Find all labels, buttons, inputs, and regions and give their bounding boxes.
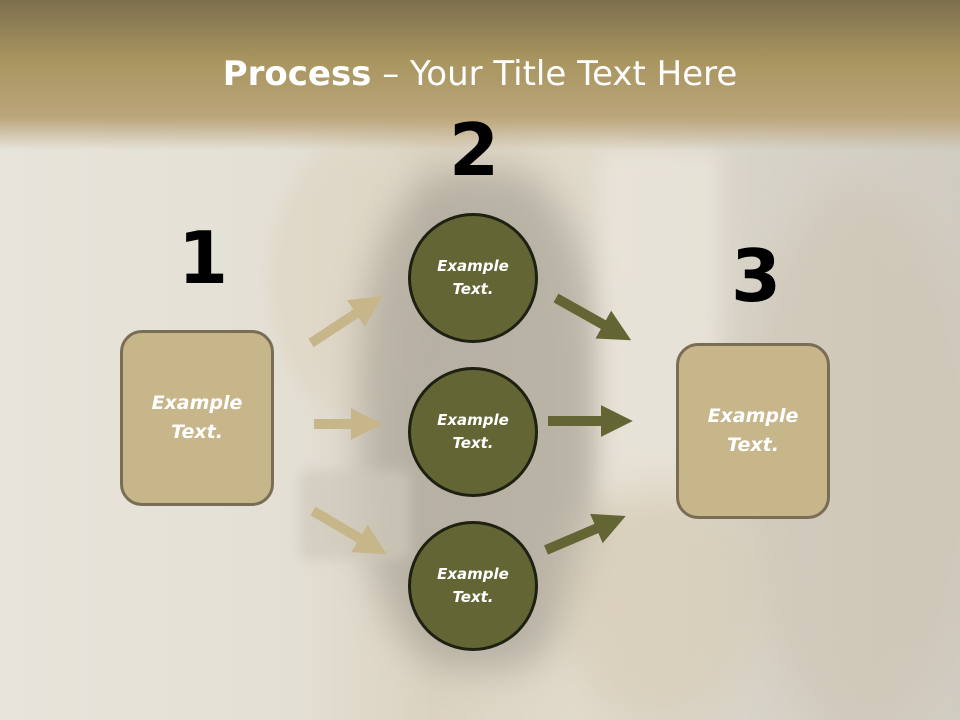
title-rest: – Your Title Text Here (371, 54, 738, 94)
arrow-circle-top-to-box3 (553, 293, 632, 341)
step-2-circle-middle-label: Example Text. (437, 411, 509, 452)
step-2-circle-top: Example Text. (408, 213, 538, 343)
slide-title: Process – Your Title Text Here (0, 54, 960, 94)
step-2-circle-bottom-label: Example Text. (437, 565, 509, 606)
step-2-number: 2 (449, 108, 500, 192)
step-3-box: Example Text. (676, 343, 830, 519)
step-1-number: 1 (178, 216, 229, 300)
arrow-circle-bottom-to-box3 (544, 513, 626, 555)
arrow-box1-to-circle-bottom (310, 506, 388, 555)
title-bold: Process (222, 54, 372, 94)
step-2-circle-top-label: Example Text. (437, 257, 509, 298)
step-2-circle-bottom: Example Text. (408, 521, 538, 651)
step-1-box: Example Text. (120, 330, 274, 506)
title-band (0, 0, 960, 150)
step-3-label: Example Text. (707, 405, 799, 456)
step-1-label: Example Text. (151, 392, 243, 443)
arrow-box1-to-circle-top (308, 295, 383, 348)
step-3-number: 3 (731, 234, 782, 318)
step-2-circle-middle: Example Text. (408, 367, 538, 497)
